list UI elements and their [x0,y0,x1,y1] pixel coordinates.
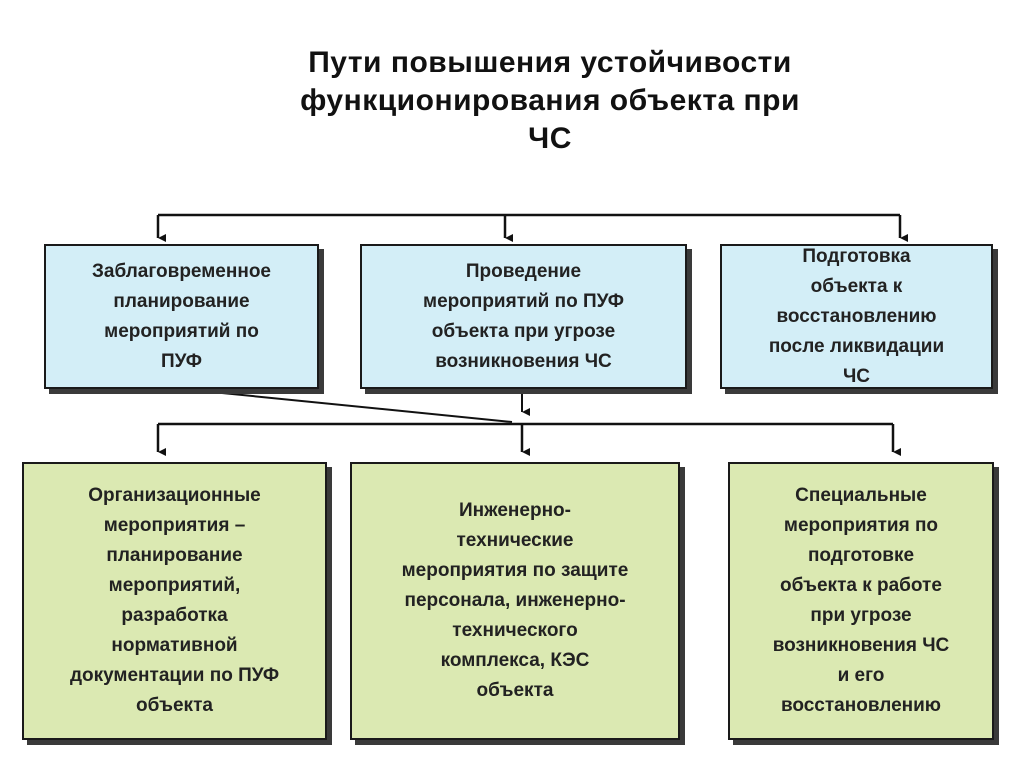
box-line: мероприятий по [104,320,259,342]
title-line-1: Пути повышения устойчивости [308,46,792,79]
box-line: после ликвидации [768,335,945,357]
box-line: мероприятий по ПУФ [423,290,624,312]
box-line: документации по ПУФ [69,665,280,686]
box-organizational-measures: Организационные мероприятия – планирован… [22,462,327,740]
box-line: при угрозе [810,605,912,626]
box-line: Подготовка [802,245,911,267]
box-line: восстановлению [780,695,942,716]
box-line: мероприятия по защите [401,560,629,581]
box-line: комплекса, КЭС [440,650,590,671]
box-line: мероприятий, [108,575,241,596]
box-line: ПУФ [161,350,202,372]
box-threat-measures: Проведение мероприятий по ПУФ объекта пр… [360,244,687,389]
box-line: объекта к [810,275,903,297]
box-line: ЧС [842,365,871,387]
box-line: технические [456,530,574,551]
box-advance-planning: Заблаговременное планирование мероприяти… [44,244,319,389]
box-text: Подготовка объекта к восстановлению посл… [769,242,944,392]
box-line: объекта [476,680,554,701]
box-line: мероприятия – [103,515,246,536]
box-text: Организационные мероприятия – планирован… [70,481,279,721]
box-line: и его [837,665,885,686]
box-line: разработка [121,605,228,626]
box-special-measures: Специальные мероприятия по подготовке об… [728,462,994,740]
box-line: технического [452,620,578,641]
box-line: планирование [113,290,250,312]
box-text: Проведение мероприятий по ПУФ объекта пр… [423,257,624,377]
box-line: планирование [106,545,243,566]
title-line-2: функционирования объекта при [300,84,800,117]
box-line: объекта [136,695,213,716]
slide-title: Пути повышения устойчивости функциониров… [200,44,900,158]
box-text: Специальные мероприятия по подготовке об… [773,481,950,721]
box-line: Специальные [795,485,927,506]
box-line: персонала, инженерно- [404,590,626,611]
box-line: Проведение [465,260,582,282]
title-line-3: ЧС [528,122,572,155]
box-engineering-measures: Инженерно- технические мероприятия по за… [350,462,680,740]
box-restoration-preparation: Подготовка объекта к восстановлению посл… [720,244,993,389]
box-text: Заблаговременное планирование мероприяти… [92,257,271,377]
box-line: подготовке [807,545,915,566]
box-line: возникновения ЧС [772,635,950,656]
box-line: мероприятия по [783,515,939,536]
box-line: объекта к работе [780,575,942,596]
converge-line-left [221,392,513,423]
box-line: возникновения ЧС [435,350,612,372]
box-line: Инженерно- [459,500,571,521]
box-line: Организационные [88,485,261,506]
box-line: объекта при угрозе [431,320,616,342]
box-text: Инженерно- технические мероприятия по за… [402,496,629,706]
box-line: нормативной [111,635,238,656]
box-line: восстановлению [776,305,937,327]
box-line: Заблаговременное [92,260,271,282]
